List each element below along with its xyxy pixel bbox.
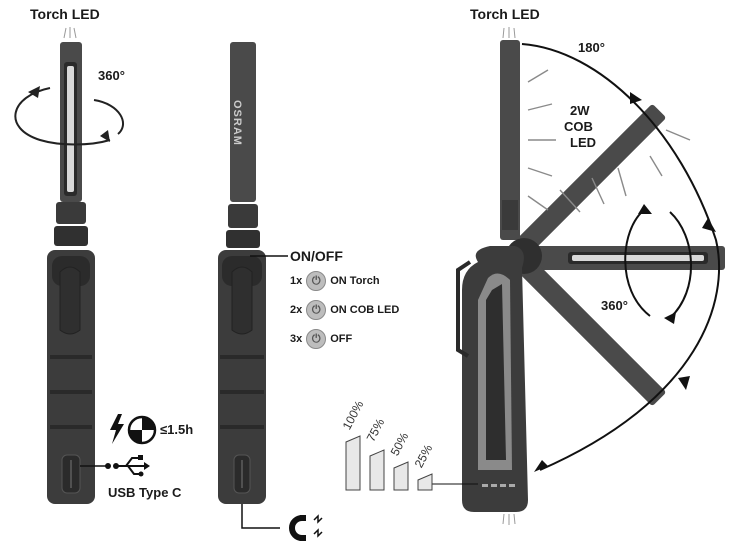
- onoff-title: ON/OFF: [290, 248, 343, 264]
- middle-lamp-body: [218, 250, 266, 504]
- right-lamp: [430, 27, 725, 525]
- onoff-row-1: 1x ⏻ ON Torch: [290, 271, 380, 291]
- cob-2w-label: 2W: [570, 103, 590, 118]
- onoff-row-action: OFF: [330, 333, 353, 345]
- lightning-icon: [110, 414, 124, 444]
- angle-180-label: 180°: [578, 40, 605, 55]
- left-lamp-cob-strip: [67, 66, 74, 192]
- left-lamp-body: [47, 250, 95, 504]
- brand-logo: OSRAM: [231, 100, 243, 146]
- onoff-row-count: 2x: [290, 304, 303, 316]
- power-icon: ⏻: [306, 300, 327, 320]
- charge-time-label: ≤1.5h: [160, 422, 194, 437]
- middle-lamp-tube: [230, 42, 256, 202]
- left-rotate-arrow-icon: [14, 87, 111, 146]
- battery-level-bars: [345, 435, 433, 491]
- onoff-row-action: ON Torch: [330, 275, 380, 287]
- torch-led-label-left: Torch LED: [30, 6, 100, 22]
- rotate-360-label-right: 360°: [601, 298, 628, 313]
- onoff-row-count: 3x: [290, 333, 303, 345]
- led-label: LED: [570, 135, 596, 150]
- usb-icon: [118, 457, 144, 475]
- right-lamp-vertical-arm: [500, 40, 520, 240]
- power-icon: ⏻: [306, 271, 327, 291]
- left-lamp: [14, 27, 157, 504]
- torch-led-label-right: Torch LED: [470, 6, 540, 22]
- usb-type-c-label: USB Type C: [108, 485, 182, 500]
- left-torch-rays: [63, 27, 77, 39]
- cob-light-rays: [527, 69, 691, 213]
- rotate-360-label-left: 360°: [98, 68, 125, 83]
- onoff-row-3: 3x ⏻ OFF: [290, 329, 352, 349]
- cob-label: COB: [564, 119, 593, 134]
- onoff-row-2: 2x ⏻ ON COB LED: [290, 300, 399, 320]
- middle-lamp: [218, 42, 323, 541]
- power-icon: ⏻: [306, 329, 327, 349]
- onoff-row-count: 1x: [290, 275, 303, 287]
- onoff-row-action: ON COB LED: [330, 304, 400, 316]
- magnet-icon: [289, 514, 323, 541]
